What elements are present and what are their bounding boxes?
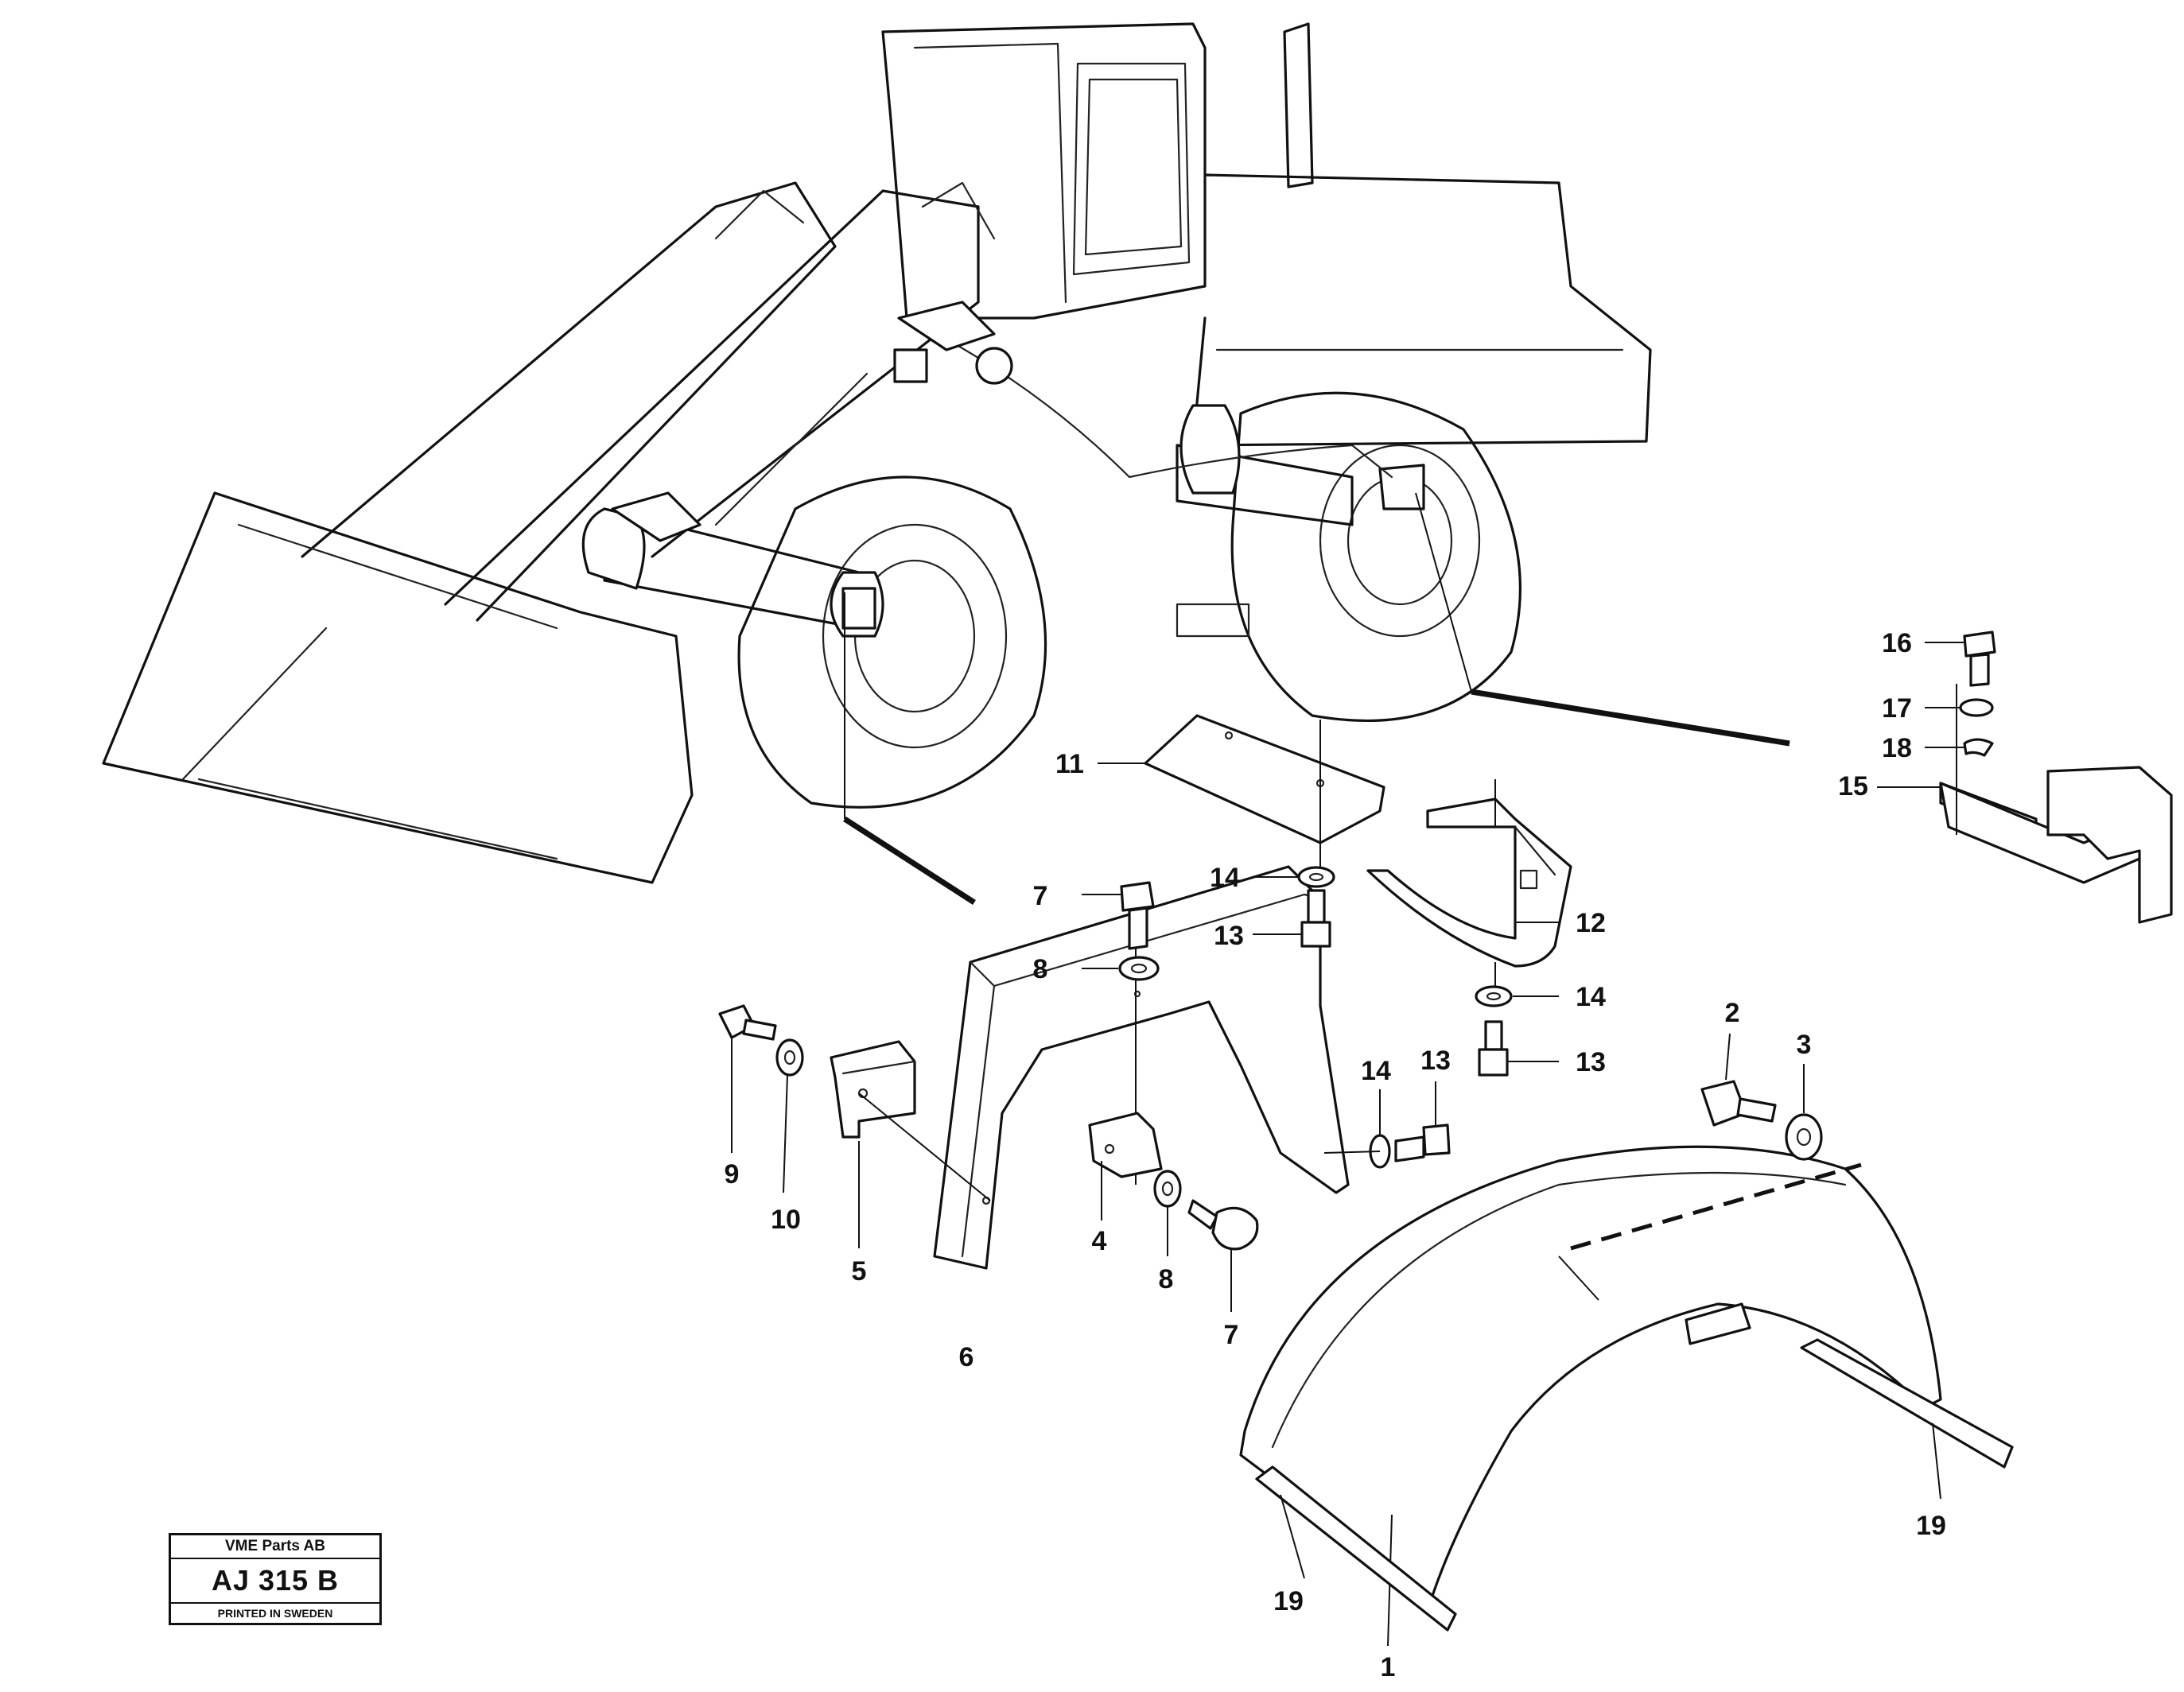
callout-6: 6 (959, 1342, 974, 1372)
part-12-curved-bracket (1366, 779, 1572, 998)
callout-1: 1 (1381, 1652, 1396, 1682)
title-stamp: VME Parts AB AJ 315 B PRINTED IN SWEDEN (169, 1533, 382, 1625)
leader-lines (1098, 763, 1941, 923)
stamp-code: AJ 315 B (171, 1559, 379, 1604)
part-13-bolt-center (1253, 889, 1331, 948)
part-2-bolt (1700, 1033, 1777, 1127)
part-9-bolt (718, 1004, 777, 1153)
part-19-rubber-strip-right (1800, 1338, 2014, 1500)
callout-14-arch: 14 (1361, 1056, 1391, 1086)
callout-2: 2 (1725, 998, 1740, 1028)
part-1-fender (1239, 1145, 1942, 1647)
callout-5: 5 (852, 1256, 867, 1286)
part-13-bolt-right (1478, 1020, 1559, 1077)
callout-11: 11 (1055, 749, 1084, 779)
callout-13-center: 13 (1214, 921, 1244, 951)
callout-19-right: 19 (1916, 1511, 1946, 1541)
callout-4: 4 (1092, 1226, 1107, 1256)
part-8-washer-top (1082, 956, 1160, 981)
part-14-washer-arch (1369, 1089, 1391, 1169)
callout-14-center: 14 (1210, 863, 1240, 893)
callout-7-lower: 7 (1224, 1320, 1239, 1350)
part-16-bolt (1925, 631, 1996, 687)
callout-7-top: 7 (1033, 881, 1048, 911)
callout-9: 9 (725, 1159, 740, 1189)
callout-labels: 1 2 3 4 5 6 7 7 8 8 9 10 11 12 13 13 13 … (725, 628, 1946, 1682)
callout-10: 10 (771, 1205, 801, 1235)
callout-18: 18 (1882, 733, 1912, 763)
part-18-clip (1925, 738, 1994, 757)
part-19-rubber-strip-left (1255, 1465, 1457, 1632)
callout-8-lower: 8 (1159, 1264, 1174, 1294)
callout-13-arch: 13 (1420, 1046, 1451, 1076)
callout-16: 16 (1882, 628, 1912, 658)
callout-14-right: 14 (1576, 982, 1606, 1012)
part-17-washer (1925, 698, 1994, 717)
callout-8-top: 8 (1033, 954, 1048, 984)
callout-19-left: 19 (1273, 1586, 1304, 1616)
part-15-bracket (1939, 684, 2173, 924)
part-4-angle-bracket (1088, 1112, 1163, 1220)
callout-12: 12 (1576, 908, 1606, 938)
wheel-loader-illustration (102, 22, 1652, 884)
location-arrows (843, 492, 1790, 905)
callout-17: 17 (1882, 693, 1912, 724)
part-14-washer-center (1253, 866, 1335, 888)
stamp-company: VME Parts AB (171, 1535, 379, 1559)
part-11-cover-plate (1144, 714, 1385, 875)
stamp-printed: PRINTED IN SWEDEN (217, 1607, 333, 1620)
part-3-washer (1785, 1064, 1823, 1161)
part-13-bolt-arch (1323, 1081, 1451, 1162)
callout-15: 15 (1838, 771, 1868, 801)
part-7-bolt-top (1082, 881, 1155, 950)
part-5-angle-bracket (830, 1040, 991, 1248)
callout-13-right: 13 (1576, 1047, 1606, 1077)
callout-3: 3 (1797, 1030, 1812, 1060)
part-14-washer-right (1475, 985, 1559, 1007)
part-7-bolt-lower (1187, 1199, 1259, 1312)
part-8-washer-lower (1153, 1170, 1182, 1256)
part-10-washer (775, 1038, 804, 1193)
